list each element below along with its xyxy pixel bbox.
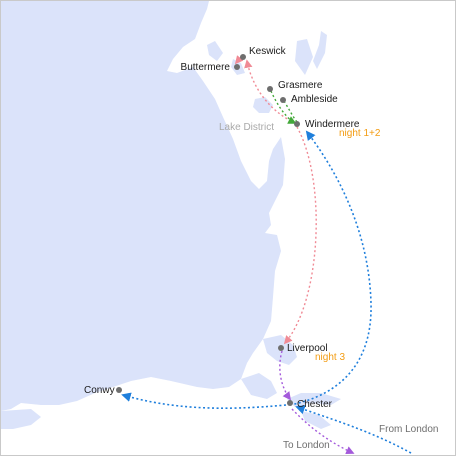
inlet [207, 41, 223, 61]
town-dot-chester[interactable] [287, 400, 293, 406]
route-liverpool-chester [279, 350, 292, 401]
route-windermere-keswick [244, 59, 296, 124]
town-dot-conwy[interactable] [116, 387, 122, 393]
route-ambleside-windermere [283, 100, 298, 123]
town-dot-ambleside[interactable] [280, 97, 286, 103]
river-1 [287, 393, 341, 407]
label-conwy: Conwy [84, 385, 115, 396]
route-to-london [291, 408, 355, 455]
label-grasmere: Grasmere [278, 80, 323, 91]
label-windermere: Windermere [305, 119, 360, 130]
label-night-liverpool: night 3 [315, 352, 345, 363]
route-from-london [295, 405, 412, 454]
label-buttermere: Buttermere [181, 62, 231, 73]
route-windermere-liverpool [283, 126, 317, 345]
route-grasmere-windermere [270, 90, 297, 124]
label-keswick: Keswick [249, 46, 287, 57]
town-dot-buttermere[interactable] [234, 64, 240, 70]
route-keswick-buttermere [234, 55, 244, 65]
label-to-london: To London [283, 440, 330, 451]
river-2 [301, 411, 331, 429]
town-dot-liverpool[interactable] [278, 345, 284, 351]
label-from-london: From London [379, 424, 438, 435]
label-night-windermere: night 1+2 [339, 128, 381, 139]
label-lake-district: Lake District [219, 122, 274, 133]
label-ambleside: Ambleside [291, 94, 338, 105]
town-dot-keswick[interactable] [240, 54, 246, 60]
lake-2 [313, 31, 327, 69]
town-dot-grasmere[interactable] [267, 86, 273, 92]
label-liverpool: Liverpool [287, 343, 328, 354]
estuary-morecambe [253, 97, 273, 113]
estuary-dee [241, 373, 277, 399]
label-chester: Chester [297, 399, 333, 410]
island [1, 409, 41, 429]
lake-1 [295, 39, 313, 75]
town-dot-windermere[interactable] [294, 121, 300, 127]
sea [1, 1, 285, 411]
route-windermere-chester [289, 130, 372, 406]
